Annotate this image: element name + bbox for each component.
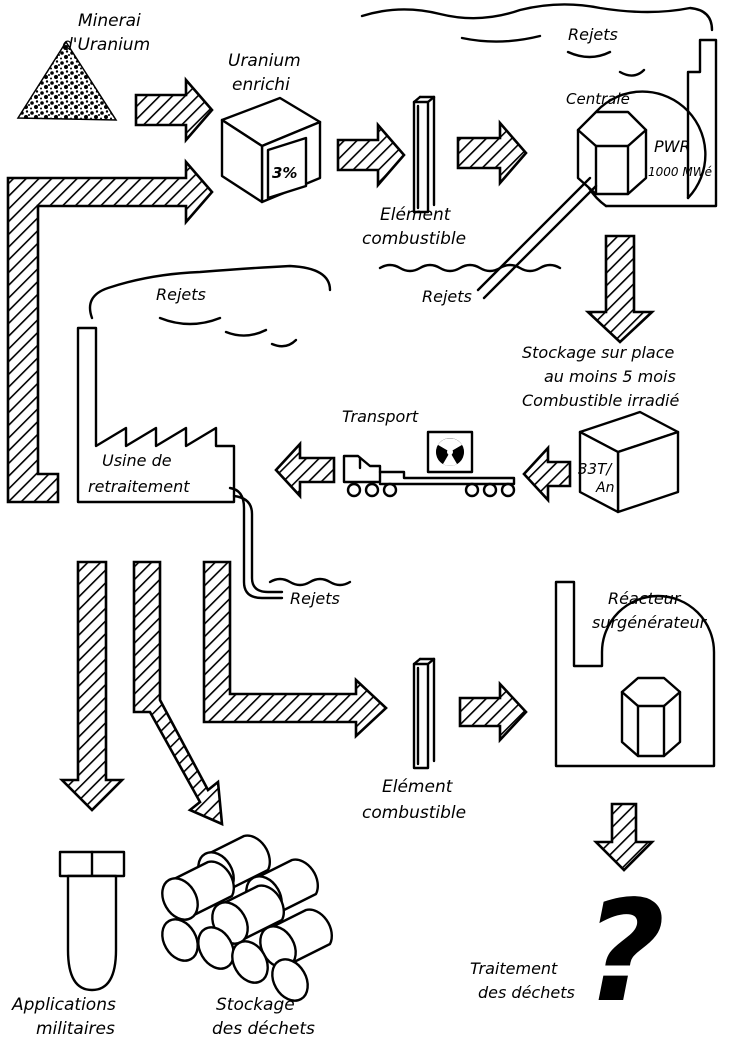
arrow-fuel-to-pwr — [456, 119, 528, 187]
breeder-reactor — [554, 580, 716, 768]
water-waves-usine — [268, 577, 352, 587]
enriched-uranium-cube — [220, 96, 322, 204]
label-stock-dechets-1: Stockage — [216, 995, 295, 1015]
label-element2-2: combustible — [362, 803, 466, 823]
label-stockage-3: Combustible irradié — [522, 391, 679, 410]
label-stockage-1: Stockage sur place — [522, 343, 675, 362]
label-uranium-1: Uranium — [228, 51, 301, 71]
question-mark: ? — [584, 871, 665, 1034]
label-traitement-1: Traitement — [470, 959, 558, 978]
reprocessing-plant — [76, 326, 284, 600]
label-usine-1: Usine de — [102, 451, 172, 470]
arrow-fuel-to-breeder — [458, 680, 528, 744]
fuel-element-rod-1 — [412, 95, 436, 214]
label-uranium-2: enrichi — [232, 75, 290, 95]
label-pwr: PWR — [654, 137, 691, 156]
label-an: An — [595, 480, 614, 496]
label-element2-1: Elément — [382, 777, 454, 797]
label-app-1: Applications — [11, 995, 116, 1015]
label-rejets-usine: Rejets — [156, 285, 206, 304]
label-33t: 33T/ — [578, 460, 613, 478]
label-minerai-1: Minerai — [78, 11, 141, 31]
label-stock-dechets-2: des déchets — [212, 1019, 315, 1037]
arrow-usine-to-breeder-fuel — [202, 560, 388, 739]
label-rejets-water: Rejets — [422, 287, 472, 306]
label-mwe: 1000 MWé — [648, 165, 712, 179]
arrow-transport-to-usine — [274, 440, 336, 500]
label-rejets-pipe: Rejets — [290, 589, 340, 608]
label-rejets-top: Rejets — [568, 25, 618, 44]
water-waves-pwr — [378, 263, 562, 273]
label-element1-1: Elément — [380, 205, 452, 225]
label-centrale: Centrale — [566, 90, 630, 108]
arrow-usine-to-waste-storage — [132, 560, 224, 827]
label-reacteur-1: Réacteur — [608, 589, 682, 608]
waste-drums-icon — [161, 834, 333, 1002]
label-reacteur-2: surgénérateur — [592, 613, 708, 632]
smoke-plume-usine — [88, 264, 332, 348]
smoke-plume-top — [360, 3, 714, 77]
arrow-enriched-to-fuel — [336, 121, 406, 189]
arrow-ore-to-enriched — [134, 76, 214, 144]
label-app-2: militaires — [36, 1019, 115, 1037]
arrow-recycle-to-enrichment — [6, 158, 214, 504]
irradiated-fuel-cube — [578, 410, 680, 514]
label-percent: 3% — [272, 164, 297, 182]
label-minerai-2: d'Uranium — [62, 35, 150, 55]
fuel-element-rod-2 — [412, 657, 436, 770]
label-stockage-2: au moins 5 mois — [544, 367, 676, 386]
label-transport: Transport — [342, 407, 419, 426]
label-element1-2: combustible — [362, 229, 466, 249]
transport-truck — [342, 430, 516, 498]
label-usine-2: retraitement — [88, 477, 190, 496]
uranium-ore-pile — [16, 40, 118, 121]
arrow-breeder-to-treatment — [592, 802, 656, 872]
label-traitement-2: des déchets — [478, 983, 575, 1002]
arrow-pwr-to-storage — [584, 234, 656, 344]
arrow-usine-to-military — [58, 560, 126, 812]
pwr-power-plant — [476, 38, 718, 300]
bomb-icon — [58, 850, 126, 992]
arrow-storage-to-transport — [522, 444, 572, 504]
